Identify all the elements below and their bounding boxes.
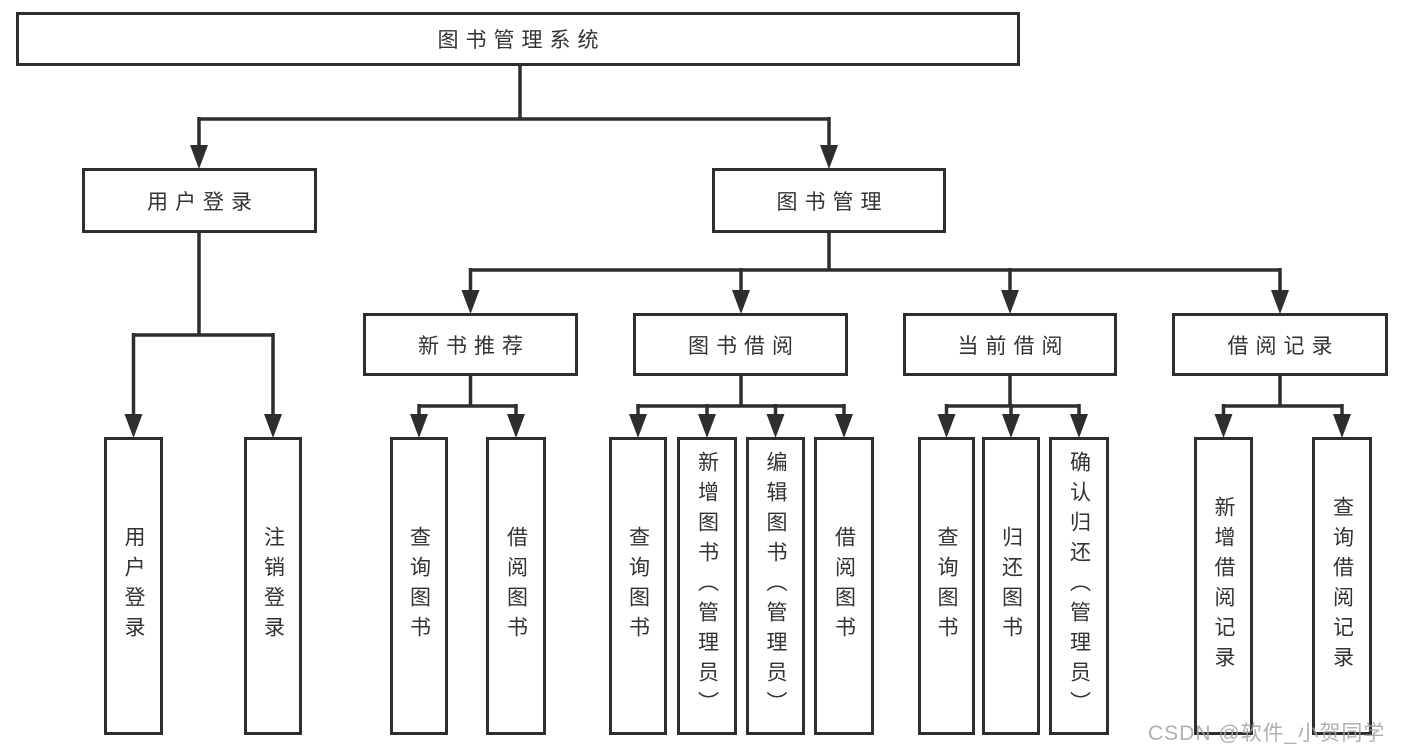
leaf-query-books-1: 查询图书 (390, 437, 448, 735)
node-book-management: 图书管理 (712, 168, 946, 233)
arrowhead (1214, 414, 1233, 438)
arrowhead (1333, 414, 1351, 438)
node-borrow-records: 借阅记录 (1172, 313, 1388, 376)
arrowhead (1001, 290, 1019, 314)
arrowhead (190, 145, 208, 169)
node-library-management-system: 图书管理系统 (16, 12, 1020, 66)
arrowhead (124, 414, 143, 438)
leaf-confirm-return-admin: 确认归还（管理员） (1049, 437, 1109, 735)
node-new-book-recommend: 新书推荐 (363, 313, 578, 376)
csdn-watermark: CSDN @软件_小贺同学 (1148, 722, 1386, 745)
arrowheads (124, 145, 1351, 438)
leaf-edit-books-admin: 编辑图书（管理员） (746, 437, 805, 735)
leaf-query-borrow-record: 查询借阅记录 (1312, 437, 1372, 735)
leaf-borrow-books-2: 借阅图书 (814, 437, 874, 735)
leaf-logout: 注销登录 (244, 437, 302, 735)
arrowhead (461, 290, 480, 314)
leaf-user-login: 用户登录 (104, 437, 163, 735)
arrowhead (732, 290, 750, 314)
node-book-borrow: 图书借阅 (633, 313, 848, 376)
arrowhead (937, 414, 956, 438)
arrowhead (698, 414, 716, 438)
leaf-add-borrow-record: 新增借阅记录 (1194, 437, 1253, 735)
node-user-login-group: 用户登录 (82, 168, 317, 233)
arrowhead (1070, 414, 1088, 438)
leaf-borrow-books-1: 借阅图书 (486, 437, 546, 735)
arrowhead (410, 414, 428, 438)
node-current-borrow: 当前借阅 (903, 313, 1117, 376)
leaf-query-books-2: 查询图书 (609, 437, 667, 735)
arrowhead (820, 145, 838, 169)
arrowhead (1002, 414, 1020, 438)
leaf-query-books-3: 查询图书 (918, 437, 975, 735)
leaf-add-books-admin: 新增图书（管理员） (677, 437, 737, 735)
arrowhead (766, 414, 785, 438)
arrowhead (1271, 290, 1289, 314)
arrowhead (264, 414, 282, 438)
arrowhead (835, 414, 853, 438)
arrowhead (629, 414, 647, 438)
leaf-return-books: 归还图书 (982, 437, 1040, 735)
arrowhead (507, 414, 525, 438)
